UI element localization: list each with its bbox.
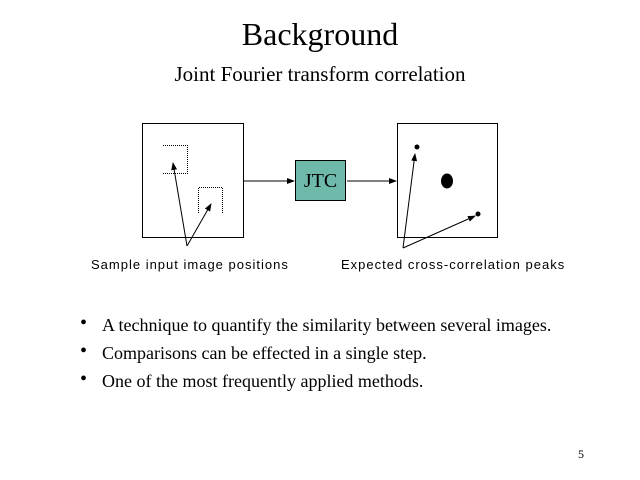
pointer-arrow (402, 153, 418, 249)
peak-dot-center (441, 173, 453, 189)
peak-dot-1 (414, 144, 420, 150)
bullet-item: A technique to quantify the similarity b… (80, 312, 560, 336)
input-image-box (142, 123, 244, 238)
slide-subtitle: Joint Fourier transform correlation (174, 62, 466, 86)
bullet-item: Comparisons can be effected in a single … (80, 340, 560, 364)
output-image-box (397, 123, 498, 238)
slide-title: Background (241, 16, 399, 52)
pointer-arrow (186, 203, 212, 247)
pointer-arrow (171, 162, 188, 247)
bullet-list: A technique to quantify the similarity b… (80, 312, 560, 398)
peak-dot-2 (475, 211, 481, 217)
pointer-arrow (402, 215, 476, 249)
jtc-box: JTC (295, 160, 346, 201)
right-caption: Expected cross-correlation peaks (341, 257, 566, 272)
bullet-item: One of the most frequently applied metho… (80, 368, 560, 392)
input-region-2 (198, 187, 223, 213)
left-caption: Sample input image positions (91, 257, 289, 272)
input-region-1 (162, 145, 188, 174)
page-number: 5 (578, 447, 584, 461)
